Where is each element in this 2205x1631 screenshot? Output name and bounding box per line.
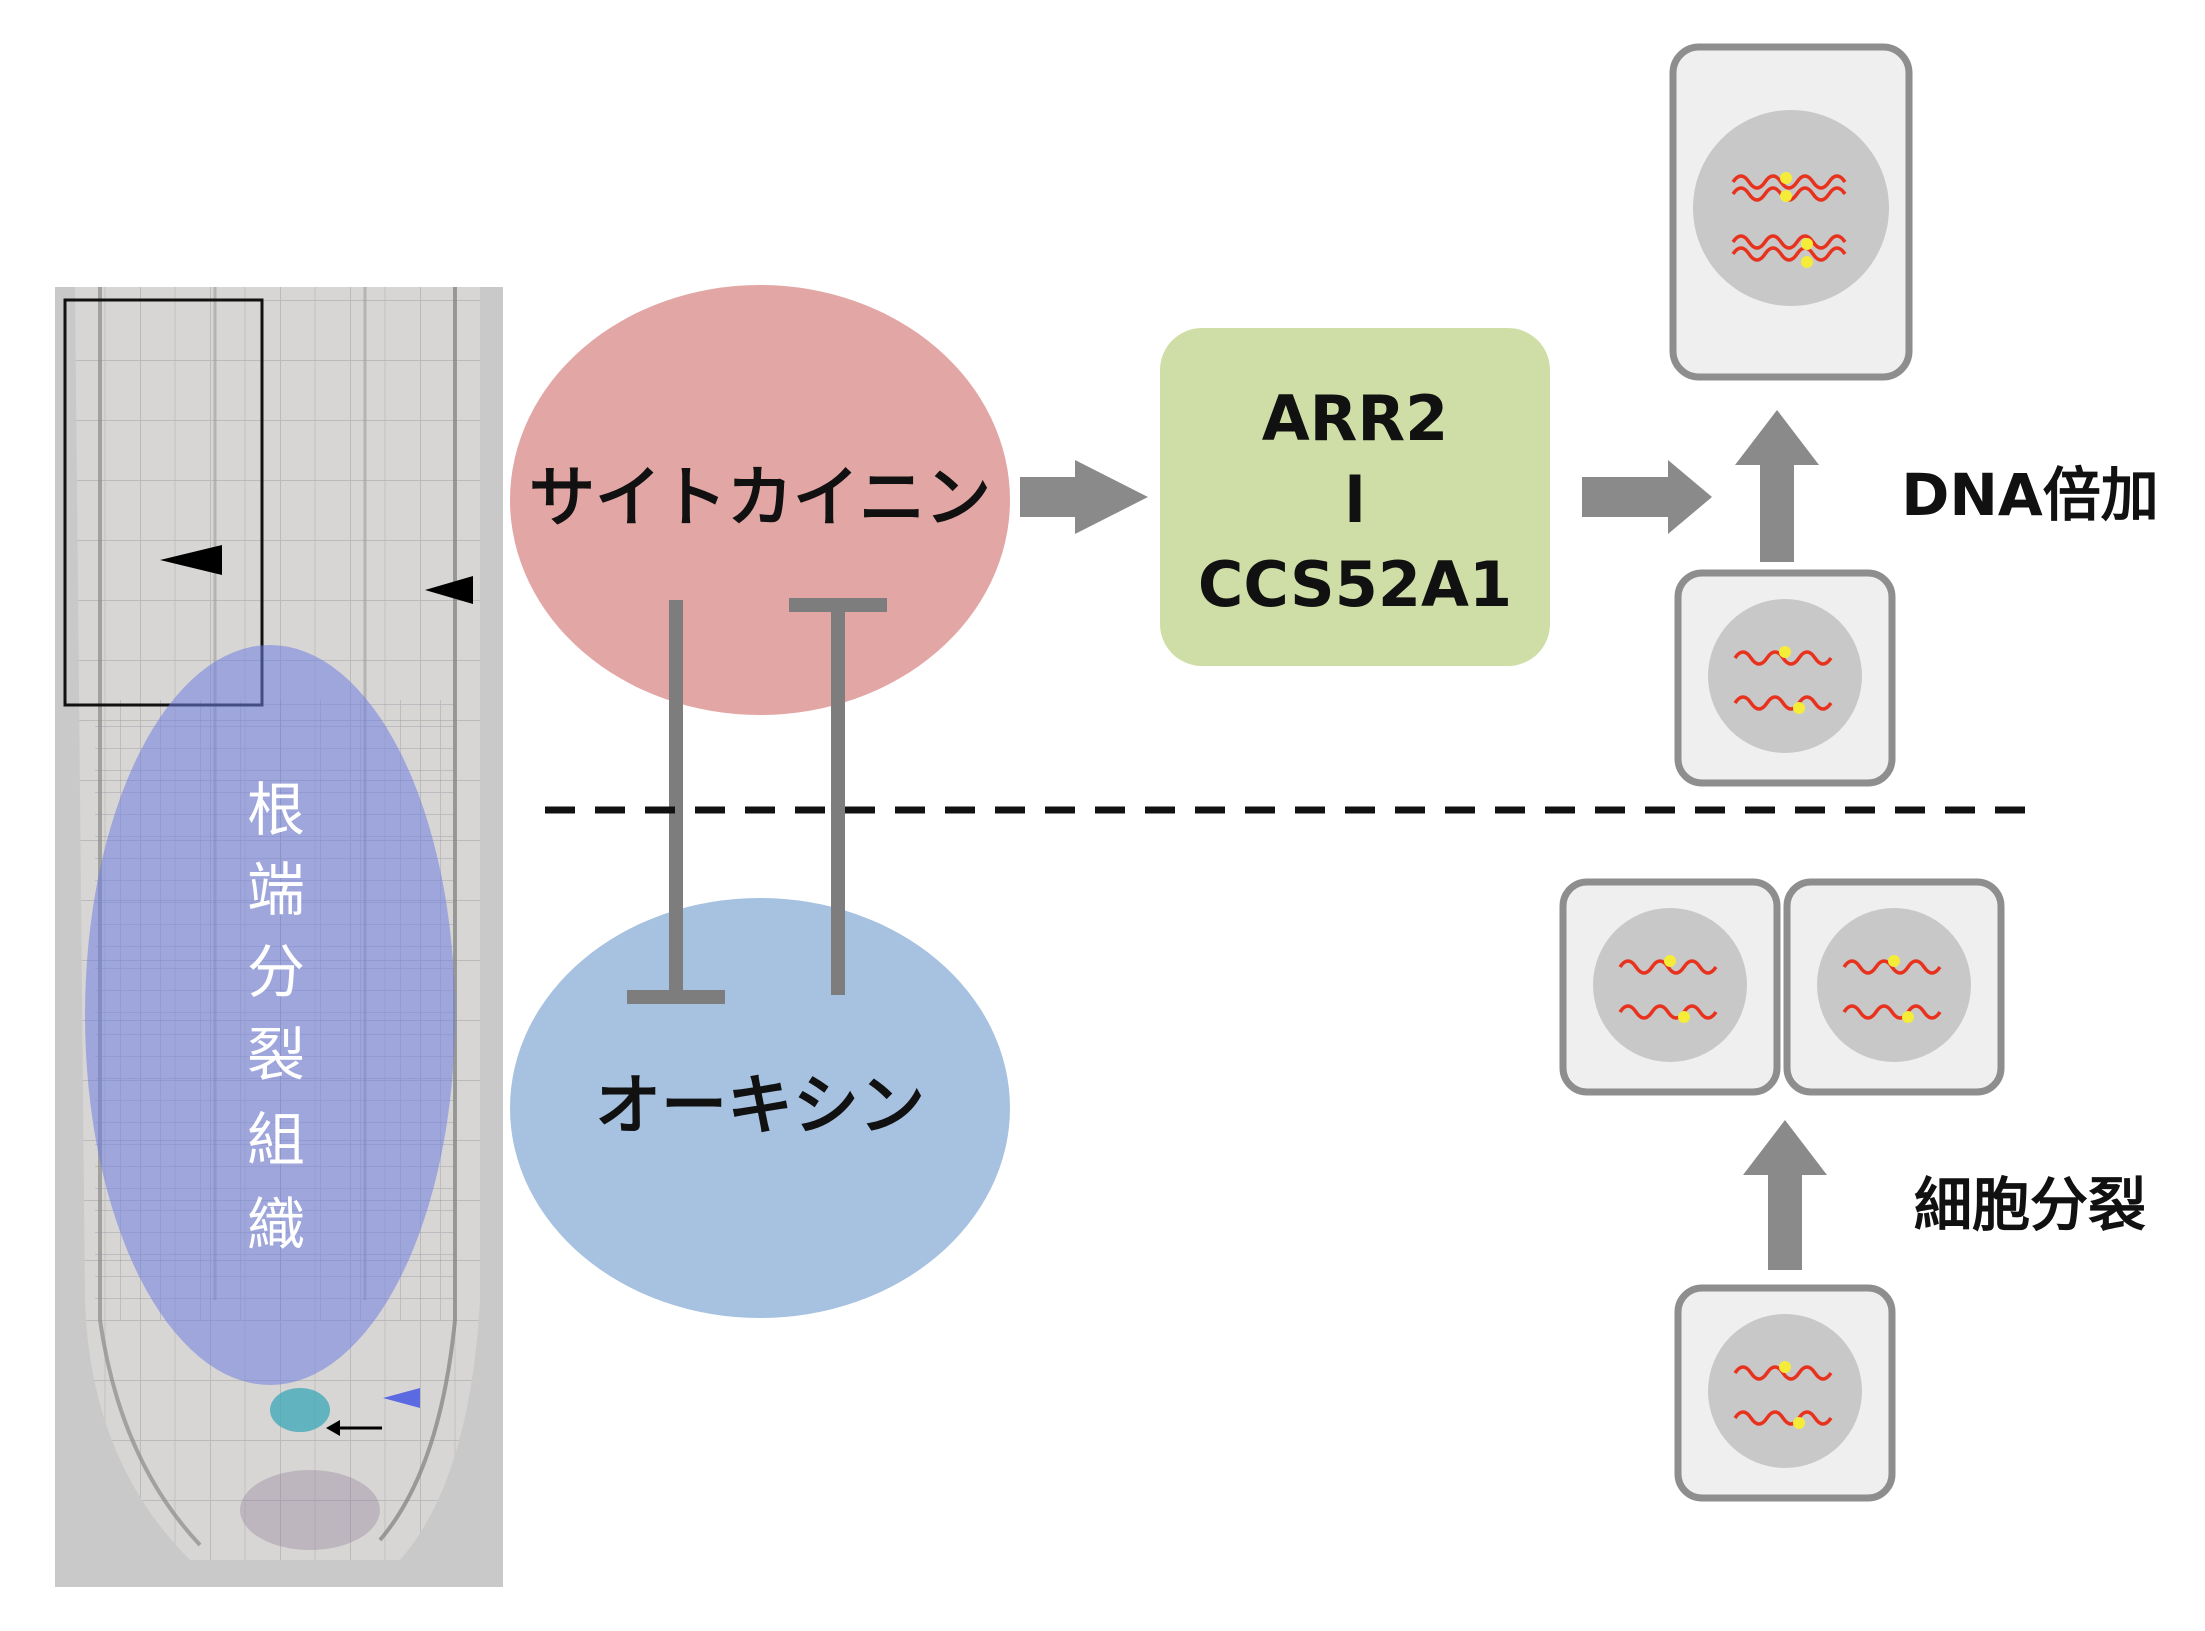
- diploid-cell-upper: [1678, 573, 1892, 783]
- meristem-label-char: 織: [247, 1191, 305, 1259]
- cytokinin-label: サイトカイニン: [529, 459, 991, 536]
- transition-zone-arrowhead-icon: [160, 545, 222, 575]
- transition-zone-arrowhead-icon-2: [425, 576, 473, 604]
- diploid-cell-lower: [1678, 1288, 1892, 1498]
- meristem-label: 根 端 分 裂 組 織: [247, 776, 305, 1259]
- regulator-to-endoreduplication-arrow-icon: [1582, 460, 1712, 534]
- regulator-box: [1160, 328, 1550, 666]
- cytokinin-inhibits-auxin-edge: [627, 600, 725, 1004]
- cell-division-label: 細胞分裂: [1914, 1171, 2146, 1239]
- meristem-label-char: 端: [247, 856, 305, 924]
- zoom-inset-box: [63, 298, 264, 707]
- endoreduplication-arrow-icon: [1735, 410, 1819, 562]
- root-micrograph: 根 端 分 裂 組 織: [55, 287, 503, 1587]
- cell-division-arrow-icon: [1743, 1120, 1827, 1270]
- daughter-cell-right: [1787, 882, 2001, 1092]
- root-meristem-overlay: [85, 645, 455, 1385]
- auxin-inhibits-cytokinin-edge: [789, 598, 887, 995]
- regulator-line-separator: l: [1344, 464, 1365, 537]
- auxin-label: オーキシン: [595, 1067, 925, 1144]
- daughter-cell-left: [1563, 882, 1777, 1092]
- regulator-line-ccs52a1: CCS52A1: [1198, 548, 1512, 621]
- quiescent-center-arrowhead-icon: [383, 1388, 420, 1408]
- meristem-label-char: 組: [247, 1106, 305, 1174]
- meristem-label-char: 裂: [247, 1021, 305, 1089]
- columella-arrow-icon: [326, 1420, 382, 1436]
- endoreduplication-label: DNA倍加: [1901, 461, 2159, 529]
- cytokinin-to-regulator-arrow-icon: [1020, 460, 1148, 534]
- endoreduplicated-cell: [1669, 43, 1913, 381]
- meristem-label-char: 根: [247, 776, 305, 844]
- meristem-label-char: 分: [247, 938, 305, 1006]
- regulator-line-arr2: ARR2: [1262, 382, 1449, 455]
